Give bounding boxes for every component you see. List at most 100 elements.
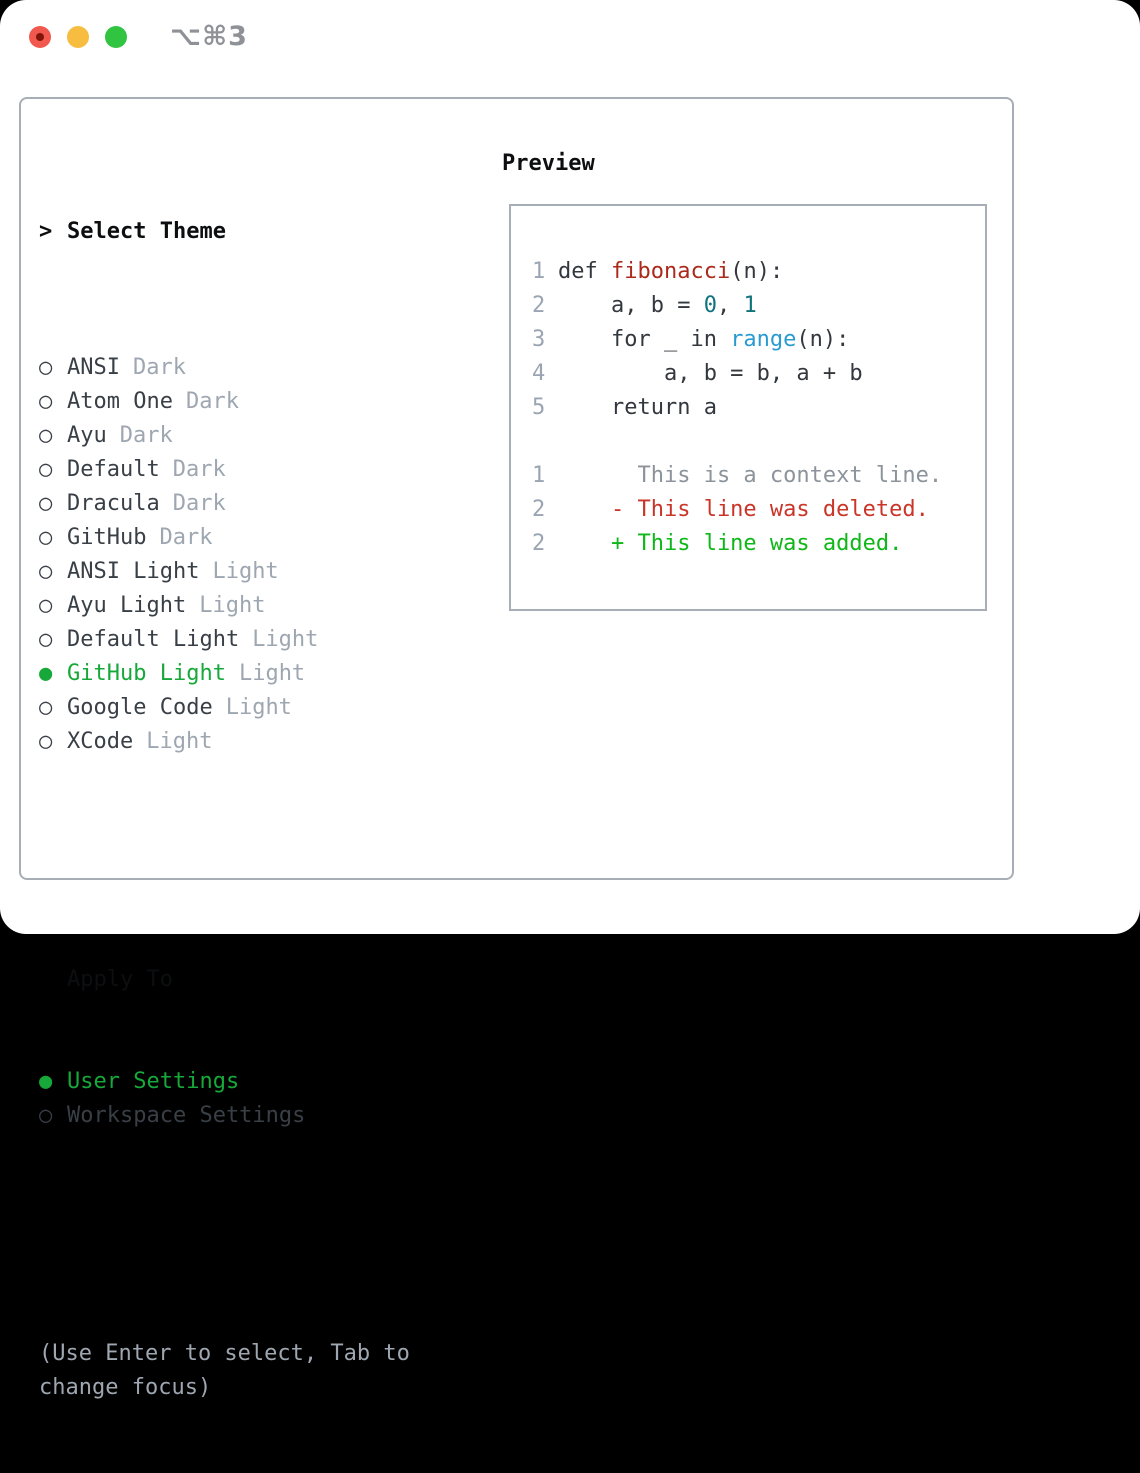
code-segment: + This line was added. (558, 531, 903, 556)
line-number: 2 (532, 497, 546, 522)
code-segment: range (730, 327, 797, 352)
code-segment: a, b = (558, 293, 704, 318)
line-number: 3 (532, 327, 546, 352)
apply-to-label: Apply To (67, 967, 173, 992)
theme-option[interactable]: ○ XCode Light (39, 725, 410, 759)
apply-option-label: Workspace Settings (67, 1103, 306, 1128)
code-segment: 0 (703, 293, 717, 318)
code-segment: 1 (743, 293, 757, 318)
apply-to-indent (39, 963, 67, 997)
titlebar: ⌥⌘3 (29, 21, 248, 52)
line-number: 1 (532, 463, 546, 488)
theme-variant: Dark (119, 423, 173, 448)
theme-variant: Dark (172, 457, 226, 482)
theme-name: ANSI (67, 355, 120, 380)
theme-option[interactable]: ○ GitHub Dark (39, 521, 410, 555)
theme-variant: Light (225, 695, 292, 720)
theme-option[interactable]: ○ Default Dark (39, 453, 410, 487)
radio-selected-icon: ● (39, 661, 53, 686)
code-segment: a, b = b, a + b (558, 361, 863, 386)
theme-name: Ayu (67, 423, 107, 448)
code-segment: return a (558, 395, 717, 420)
footer-hint-line: (Use Enter to select, Tab to (39, 1341, 410, 1366)
theme-name: Atom One (67, 389, 173, 414)
radio-unselected-icon: ○ (39, 525, 53, 550)
radio-unselected-icon: ○ (39, 491, 53, 516)
code-segment: (n): (730, 259, 784, 284)
radio-unselected-icon: ○ (39, 457, 53, 482)
close-dot-icon (36, 33, 44, 41)
apply-option[interactable]: ●User Settings (39, 1065, 410, 1099)
line-number: 2 (532, 531, 546, 556)
theme-option[interactable]: ○ Ayu Light Light (39, 589, 410, 623)
code-segment: def (558, 259, 611, 284)
radio-unselected-icon: ○ (39, 695, 53, 720)
theme-name: Default (67, 457, 160, 482)
theme-option[interactable]: ○ Ayu Dark (39, 419, 410, 453)
code-line (532, 425, 977, 459)
radio-unselected-icon: ○ (39, 627, 53, 652)
radio-unselected-icon: ○ (39, 559, 53, 584)
preview-label: Preview (502, 151, 595, 176)
theme-name: GitHub Light (67, 661, 226, 686)
theme-name: Ayu Light (67, 593, 187, 618)
code-line: 2 - This line was deleted. (532, 493, 977, 527)
theme-variant: Light (146, 729, 213, 754)
code-line: 4 a, b = b, a + b (532, 357, 977, 391)
radio-selected-icon: ● (39, 1069, 53, 1094)
zoom-button[interactable] (105, 26, 127, 48)
theme-name: GitHub (67, 525, 147, 550)
code-line: 1 This is a context line. (532, 459, 977, 493)
theme-option[interactable]: ○ Google Code Light (39, 691, 410, 725)
window-title: ⌥⌘3 (170, 21, 248, 52)
theme-name: XCode (67, 729, 134, 754)
code-segment: , (716, 293, 744, 318)
theme-variant: Dark (159, 525, 213, 550)
theme-name: Dracula (67, 491, 160, 516)
radio-unselected-icon: ○ (39, 389, 53, 414)
theme-name: ANSI Light (67, 559, 200, 584)
theme-option[interactable]: ○ ANSI Dark (39, 351, 410, 385)
footer-hint: (Use Enter to select, Tab to change focus… (39, 1337, 410, 1405)
code-line: 5 return a (532, 391, 977, 425)
radio-unselected-icon: ○ (39, 355, 53, 380)
line-number: 4 (532, 361, 546, 386)
apply-to-header: Apply To (39, 963, 410, 997)
theme-name: Google Code (67, 695, 213, 720)
theme-variant: Light (199, 593, 266, 618)
code-segment: This is a context line. (558, 463, 943, 488)
theme-option[interactable]: ○ ANSI Light Light (39, 555, 410, 589)
code-segment: for _ in (558, 327, 731, 352)
line-number: 5 (532, 395, 546, 420)
theme-variant: Dark (132, 355, 186, 380)
radio-unselected-icon: ○ (39, 729, 53, 754)
code-segment: fibonacci (610, 259, 731, 284)
theme-variant: Light (212, 559, 279, 584)
code-line: 2 + This line was added. (532, 527, 977, 561)
theme-variant: Light (238, 661, 306, 686)
code-line: 2 a, b = 0, 1 (532, 289, 977, 323)
prompt-icon: > (39, 219, 53, 244)
radio-unselected-icon: ○ (39, 1103, 53, 1128)
close-button[interactable] (29, 26, 51, 48)
minimize-button[interactable] (67, 26, 89, 48)
radio-unselected-icon: ○ (39, 593, 53, 618)
footer-hint-line: change focus) (39, 1375, 212, 1400)
apply-options: ●User Settings ○ Workspace Settings (39, 1065, 410, 1133)
theme-name: Default Light (67, 627, 240, 652)
code-line: 3 for _ in range(n): (532, 323, 977, 357)
apply-option[interactable]: ○ Workspace Settings (39, 1099, 410, 1133)
radio-unselected-icon: ○ (39, 423, 53, 448)
select-theme-label: Select Theme (67, 219, 226, 244)
theme-option[interactable]: ● GitHub Light Light (39, 657, 410, 691)
